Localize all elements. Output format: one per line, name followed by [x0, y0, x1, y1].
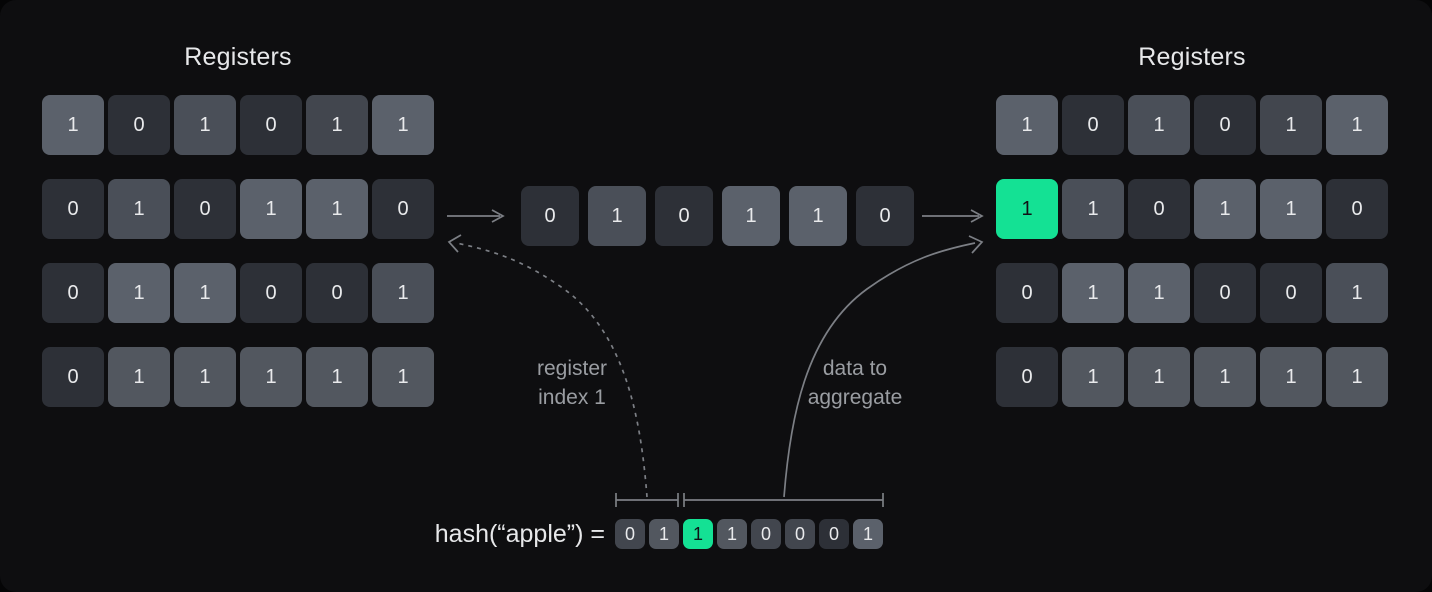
register-cell: 1: [108, 263, 170, 323]
register-cell: 0: [174, 179, 236, 239]
register-cell: 1: [1062, 347, 1124, 407]
data-to-aggregate-annotation-line2: aggregate: [807, 386, 903, 409]
register-cell: 0: [240, 263, 302, 323]
data-to-aggregate-annotation: data to aggregate: [745, 354, 965, 412]
register-cell: 0: [108, 95, 170, 155]
register-cell: 1: [996, 95, 1058, 155]
register-cell: 1: [1128, 95, 1190, 155]
bracket-register-index: [615, 493, 679, 507]
hash-bit-cell: 1: [853, 519, 883, 549]
data-to-aggregate-annotation-line1: data to: [822, 357, 888, 380]
register-cell: 0: [240, 95, 302, 155]
register-cell: 1: [108, 179, 170, 239]
hash-bit-cell: 1: [649, 519, 679, 549]
hash-bit-cell-highlighted: 1: [683, 519, 713, 549]
register-cell: 0: [1194, 263, 1256, 323]
register-cell: 0: [1062, 95, 1124, 155]
register-cell: 1: [372, 263, 434, 323]
register-cell: 1: [306, 179, 368, 239]
register-cell: 0: [1326, 179, 1388, 239]
register-cell: 1: [1260, 95, 1322, 155]
register-cell: 1: [1062, 179, 1124, 239]
register-cell: 1: [42, 95, 104, 155]
register-cell: 1: [1194, 179, 1256, 239]
register-cell: 1: [1194, 347, 1256, 407]
register-cell: 1: [174, 263, 236, 323]
register-index-annotation-line2: index 1: [538, 386, 606, 409]
register-index-annotation-line1: register: [536, 357, 608, 380]
hash-bit-cell: 0: [751, 519, 781, 549]
register-cell: 1: [174, 347, 236, 407]
register-cell: 0: [1260, 263, 1322, 323]
register-cell: 1: [306, 347, 368, 407]
merged-cell: 1: [789, 186, 847, 246]
register-cell: 1: [1260, 347, 1322, 407]
register-cell: 1: [1062, 263, 1124, 323]
register-cell: 1: [1326, 347, 1388, 407]
register-cell: 1: [174, 95, 236, 155]
merged-cell: 0: [521, 186, 579, 246]
merged-cell: 1: [588, 186, 646, 246]
register-cell: 1: [1260, 179, 1322, 239]
register-cell: 0: [996, 347, 1058, 407]
register-index-annotation: register index 1: [462, 354, 682, 412]
hash-bit-cell: 0: [819, 519, 849, 549]
merged-cell: 0: [856, 186, 914, 246]
register-cell-highlighted: 1: [996, 179, 1058, 239]
merged-cell: 0: [655, 186, 713, 246]
register-cell: 1: [1326, 95, 1388, 155]
register-cell: 1: [372, 95, 434, 155]
register-cell: 1: [1128, 263, 1190, 323]
register-cell: 1: [240, 347, 302, 407]
register-cell: 0: [42, 179, 104, 239]
register-cell: 0: [42, 347, 104, 407]
hash-expression-label: hash(“apple”) =: [434, 520, 605, 548]
hash-bit-cell: 0: [615, 519, 645, 549]
register-cell: 1: [372, 347, 434, 407]
register-cell: 0: [996, 263, 1058, 323]
register-cell: 0: [306, 263, 368, 323]
register-cell: 1: [1128, 347, 1190, 407]
bracket-data-to-aggregate: [683, 493, 884, 507]
register-cell: 1: [1326, 263, 1388, 323]
register-cell: 0: [1128, 179, 1190, 239]
right-registers-title: Registers: [1138, 43, 1246, 71]
register-cell: 1: [240, 179, 302, 239]
register-cell: 0: [42, 263, 104, 323]
arrow-left-to-merged: [447, 209, 505, 223]
hash-bit-cell: 1: [717, 519, 747, 549]
hash-bit-cell: 0: [785, 519, 815, 549]
merged-cell: 1: [722, 186, 780, 246]
register-cell: 0: [372, 179, 434, 239]
register-cell: 1: [108, 347, 170, 407]
register-cell: 0: [1194, 95, 1256, 155]
left-registers-title: Registers: [184, 43, 292, 71]
register-cell: 1: [306, 95, 368, 155]
arrow-merged-to-right: [922, 209, 984, 223]
